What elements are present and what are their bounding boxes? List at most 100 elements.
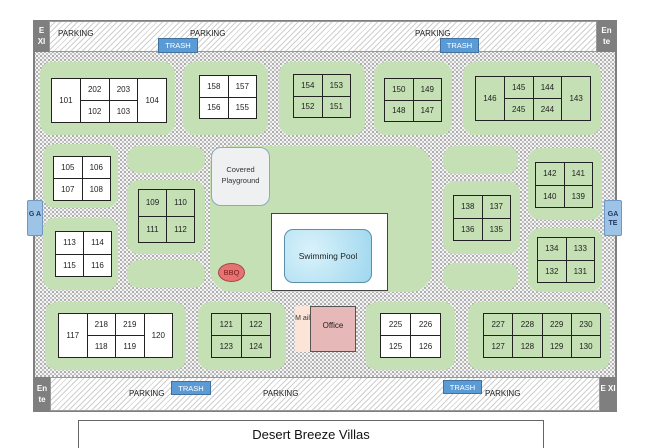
unit-229: 229: [549, 320, 564, 329]
unit-118: 118: [87, 335, 115, 357]
parking-label: PARKING: [485, 389, 521, 398]
unit-column: 120: [143, 314, 173, 357]
parking-label: PARKING: [263, 389, 299, 398]
trash-area: TRASH: [171, 381, 211, 395]
trash-area: TRASH: [443, 380, 482, 394]
unit-column: 109 111: [139, 190, 166, 242]
unit-158: 158: [207, 81, 221, 91]
unit-151: 151: [322, 95, 350, 118]
unit-141: 141: [571, 169, 585, 179]
office: Office: [310, 306, 356, 352]
unit-137: 137: [489, 202, 503, 212]
building-138: 138 136 137 135: [453, 195, 511, 241]
unit-106: 106: [89, 163, 103, 172]
trash-area: TRASH: [158, 38, 198, 53]
unit-134: 134: [545, 244, 559, 254]
top-parking-strip: [49, 21, 597, 52]
unit-column: 117: [59, 314, 87, 357]
unit-244: 244: [533, 98, 562, 120]
unit-column: 141 139: [563, 163, 592, 208]
entrance-bottom-left: En te: [34, 377, 50, 411]
unit-124: 124: [241, 335, 270, 357]
unit-155: 155: [228, 96, 256, 119]
parking-label: PARKING: [129, 389, 165, 398]
gate-right: GA TE: [604, 200, 622, 236]
unit-227: 227: [491, 320, 505, 329]
unit-138: 138: [461, 202, 475, 212]
unit-245: 245: [504, 98, 533, 120]
unit-101: 101: [59, 96, 73, 105]
unit-column: 154 152: [294, 75, 322, 117]
unit-107: 107: [54, 178, 82, 200]
unit-133: 133: [573, 244, 587, 254]
exit-top-left: E XI: [34, 21, 49, 52]
unit-146: 146: [483, 94, 497, 103]
parking-label: PARKING: [58, 29, 94, 38]
unit-148: 148: [385, 99, 413, 122]
unit-121: 121: [219, 320, 233, 329]
unit-154: 154: [301, 80, 315, 90]
entrance-top-right: En te: [597, 21, 616, 52]
lawn-area: [127, 146, 205, 173]
unit-114: 114: [91, 238, 104, 248]
unit-228: 228: [520, 320, 535, 329]
building-154: 154 152 153 151: [293, 74, 351, 118]
unit-127: 127: [484, 335, 513, 357]
unit-219: 219: [123, 320, 137, 329]
unit-140: 140: [536, 184, 564, 208]
unit-110: 110: [174, 198, 187, 208]
unit-109: 109: [145, 198, 160, 208]
exit-bottom-right: E XI: [600, 377, 616, 411]
unit-135: 135: [482, 217, 510, 241]
unit-149: 149: [420, 84, 434, 94]
unit-130: 130: [571, 335, 600, 357]
unit-152: 152: [294, 95, 322, 118]
gate-left: G A: [27, 200, 43, 236]
parking-label: PARKING: [190, 29, 226, 38]
unit-125: 125: [381, 335, 410, 357]
swimming-pool: Swimming Pool: [284, 229, 372, 283]
unit-111: 111: [139, 215, 166, 243]
unit-139: 139: [564, 184, 592, 208]
unit-column: 227 127: [484, 314, 513, 357]
unit-153: 153: [329, 80, 343, 90]
bbq-area: BBQ: [218, 263, 245, 282]
covered-playground: Covered Playground: [211, 147, 270, 206]
trash-area: TRASH: [440, 38, 479, 53]
unit-103: 103: [109, 100, 138, 122]
lawn-area: [443, 263, 518, 290]
unit-column: 146: [476, 77, 504, 120]
unit-202: 202: [87, 85, 102, 94]
bottom-parking-strip: [50, 377, 600, 411]
unit-136: 136: [454, 217, 482, 241]
unit-column: 137 135: [481, 196, 510, 241]
